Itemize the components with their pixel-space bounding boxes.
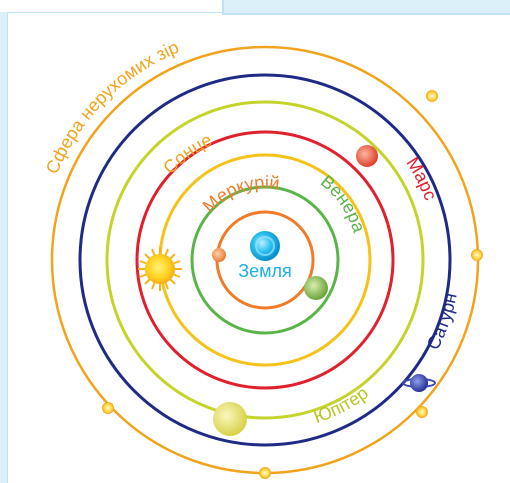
- orbit-venus: [190, 185, 340, 335]
- fixed-stars: [102, 90, 483, 479]
- orbit-jupiter: [105, 100, 425, 420]
- label-venus: Венера: [317, 171, 370, 236]
- jupiter-icon: [213, 402, 247, 436]
- label-saturn: Сатурн: [423, 291, 461, 353]
- orbit-saturn: [78, 73, 452, 447]
- orbit-mars: [135, 130, 395, 390]
- star-icon: [102, 402, 114, 414]
- label-jupiter: Юпітер: [311, 383, 372, 427]
- sun-icon: [138, 247, 182, 291]
- star-icon: [426, 90, 438, 102]
- page-frame-top: [222, 0, 510, 15]
- label-mercury: Меркурій: [199, 172, 281, 216]
- saturn-icon: [402, 374, 436, 392]
- mars-icon: [356, 145, 378, 167]
- mercury-icon: [212, 248, 226, 262]
- earth-icon: [250, 231, 280, 261]
- star-icon: [259, 467, 271, 479]
- venus-icon: [304, 276, 328, 300]
- page-frame-left: [0, 12, 8, 483]
- page-frame-topline: [0, 12, 224, 13]
- star-icon: [471, 249, 483, 261]
- star-icon: [416, 406, 428, 418]
- label-earth: Земля: [238, 261, 292, 281]
